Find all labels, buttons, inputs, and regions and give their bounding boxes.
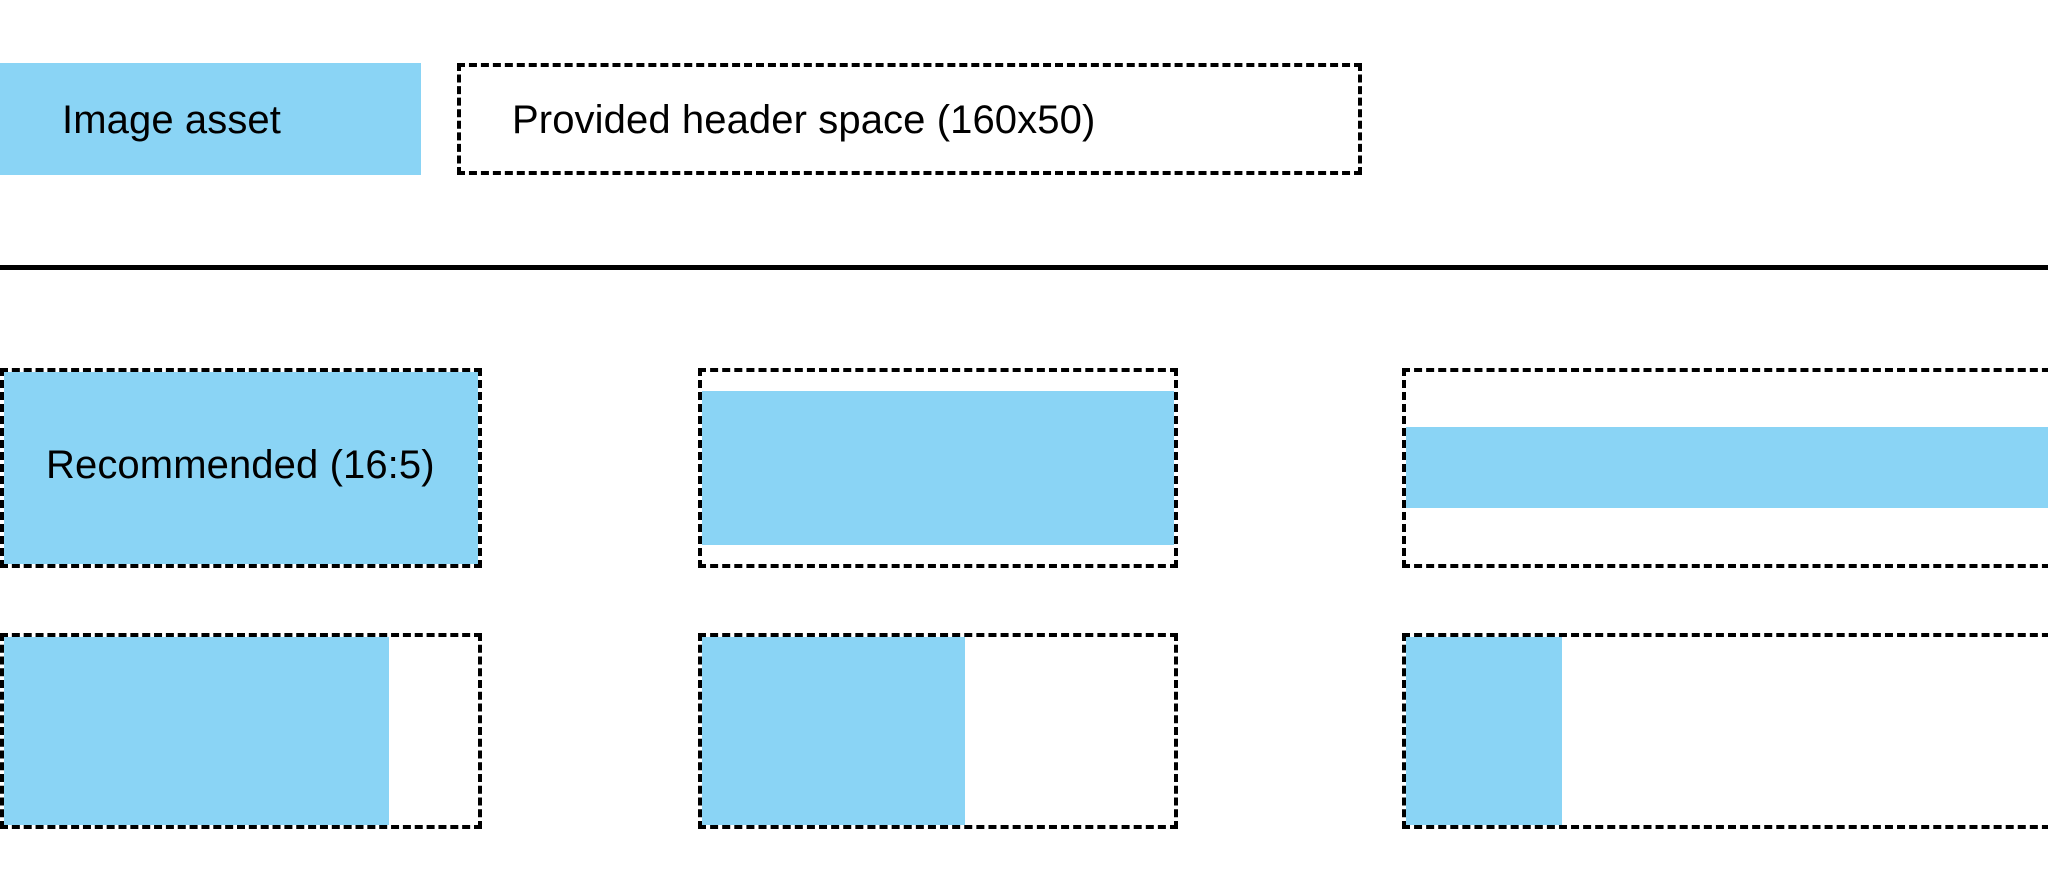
- example-frame-r1c1: [0, 368, 482, 568]
- asset-fill-r1c1: [4, 372, 478, 564]
- section-divider: [0, 265, 2048, 270]
- example-frame-r2c2: [698, 633, 1178, 829]
- asset-fill-r2c2: [702, 637, 965, 825]
- example-frame-r2c1: [0, 633, 482, 829]
- asset-fill-r2c3: [1406, 637, 1562, 825]
- example-frame-r2c3: [1402, 633, 2048, 829]
- provided-header-space-label: Provided header space (160x50): [512, 98, 1096, 142]
- asset-fill-r1c3: [1406, 427, 2048, 508]
- example-frame-r1c2: [698, 368, 1178, 568]
- provided-header-space-frame: [457, 63, 1362, 175]
- asset-fill-r1c2: [702, 391, 1174, 545]
- recommended-ratio-label: Recommended (16:5): [46, 443, 435, 487]
- example-frame-r1c3: [1402, 368, 2048, 568]
- image-asset-label: Image asset: [62, 98, 281, 142]
- asset-fill-r2c1: [4, 637, 389, 825]
- image-asset-swatch: [0, 63, 421, 175]
